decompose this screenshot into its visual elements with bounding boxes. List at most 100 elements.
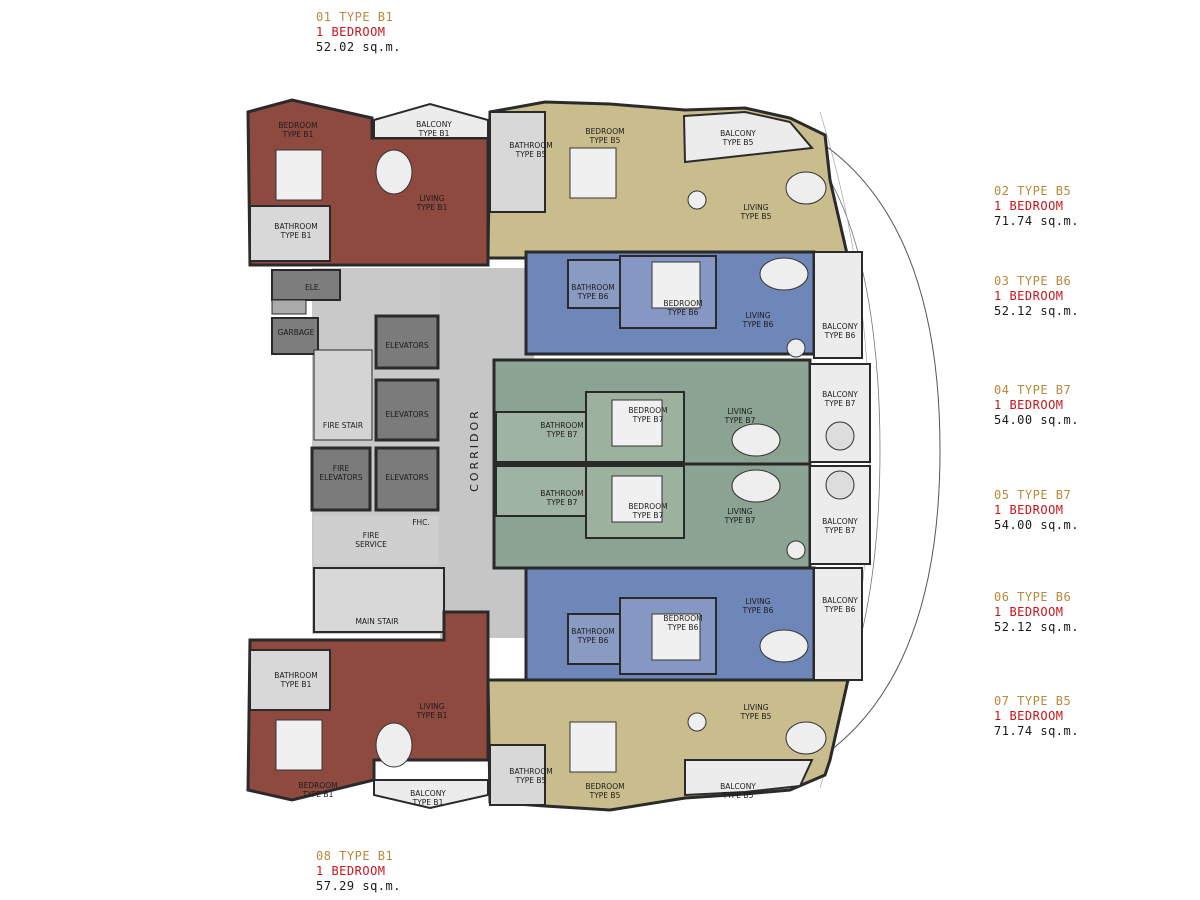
room-label: TYPE B1 [302, 790, 334, 799]
sofa-icon [785, 171, 827, 205]
room-label: LIVING [419, 194, 444, 203]
room-label: LIVING [745, 311, 770, 320]
room-label: TYPE B5 [722, 138, 754, 147]
bed-icon [611, 475, 663, 523]
room-label: TYPE B1 [282, 130, 314, 139]
room-label: BALCONY [416, 120, 452, 129]
room-label: BEDROOM [298, 781, 337, 790]
room-label: TYPE B7 [546, 430, 578, 439]
unit-01-balcony [373, 102, 489, 139]
room-label: TYPE B1 [416, 711, 448, 720]
bed-icon [651, 261, 701, 309]
room-label: BATHROOM [274, 222, 317, 231]
unit-bedroom-label: 1 BEDROOM [994, 199, 1064, 213]
room-label: BATHROOM [274, 671, 317, 680]
unit-area-label: 57.29 sq.m. [316, 879, 401, 893]
room-label: BEDROOM [663, 299, 702, 308]
bed-icon [611, 399, 663, 447]
room-label: TYPE B6 [742, 606, 774, 615]
unit-legend-02: 02 TYPE B5 1 BEDROOM 71.74 sq.m. [994, 184, 1079, 229]
bed-icon [569, 721, 617, 773]
dining-table-icon [786, 338, 806, 358]
unit-type-label: 04 TYPE B7 [994, 383, 1072, 397]
room-label: TYPE B1 [412, 798, 444, 807]
unit-type-label: 07 TYPE B5 [994, 694, 1072, 708]
unit-bedroom-label: 1 BEDROOM [994, 398, 1064, 412]
room-label: BEDROOM [663, 614, 702, 623]
unit-bedroom-label: 1 BEDROOM [316, 864, 386, 878]
unit-area-label: 71.74 sq.m. [994, 214, 1079, 228]
unit-06-balcony [813, 567, 863, 681]
unit-01-bath [249, 205, 331, 262]
room-label: TYPE B7 [724, 516, 756, 525]
room-label: TYPE B6 [824, 331, 856, 340]
unit-legend-05: 05 TYPE B7 1 BEDROOM 54.00 sq.m. [994, 488, 1079, 533]
room-label: TYPE B6 [577, 292, 609, 301]
unit-area-label: 54.00 sq.m. [994, 413, 1079, 427]
sofa-icon [375, 722, 413, 768]
room-label: TYPE B5 [589, 136, 621, 145]
fire-elevator-shaft [310, 446, 372, 512]
unit-area-label: 52.12 sq.m. [994, 304, 1079, 318]
room-label: BALCONY [410, 789, 446, 798]
room-label: LIVING [727, 407, 752, 416]
room-label: BATHROOM [540, 421, 583, 430]
fire-service-label: FIRE [363, 531, 380, 540]
unit-legend-07: 07 TYPE B5 1 BEDROOM 71.74 sq.m. [994, 694, 1079, 739]
unit-area-label: 52.02 sq.m. [316, 40, 401, 54]
room-label: LIVING [743, 203, 768, 212]
unit-bedroom-label: 1 BEDROOM [994, 289, 1064, 303]
room-label: TYPE B7 [632, 511, 664, 520]
room-label: BALCONY [822, 596, 858, 605]
unit-type-label: 01 TYPE B1 [316, 10, 394, 24]
room-label: BEDROOM [628, 406, 667, 415]
unit-05-bath [495, 465, 587, 517]
unit-area-label: 71.74 sq.m. [994, 724, 1079, 738]
garbage-label: GARBAGE [278, 328, 315, 337]
room-label: TYPE B5 [740, 212, 772, 221]
fire-elevators-label: FIRE [333, 464, 350, 473]
unit-08-bath [249, 649, 331, 711]
elevator-shaft-3 [374, 446, 440, 512]
unit-bedroom-label: 1 BEDROOM [994, 709, 1064, 723]
room-label: TYPE B6 [742, 320, 774, 329]
unit-type-label: 03 TYPE B6 [994, 274, 1072, 288]
ele-label: ELE. [305, 283, 321, 292]
unit-type-label: 08 TYPE B1 [316, 849, 394, 863]
room-label: LIVING [745, 597, 770, 606]
fire-stair-label: FIRE STAIR [323, 421, 363, 430]
room-label: BALCONY [720, 782, 756, 791]
sofa-icon [375, 149, 413, 195]
room-label: BALCONY [822, 322, 858, 331]
room-label: BATHROOM [540, 489, 583, 498]
elevators-label: ELEVATORS [385, 410, 429, 419]
unit-03-balcony [813, 251, 863, 359]
corridor-label: CORRIDOR [468, 408, 481, 492]
sofa-icon [759, 257, 809, 291]
unit-legend-03: 03 TYPE B6 1 BEDROOM 52.12 sq.m. [994, 274, 1079, 319]
unit-bedroom-label: 1 BEDROOM [994, 503, 1064, 517]
room-label: BEDROOM [278, 121, 317, 130]
bed-icon [275, 149, 323, 201]
dining-table-icon [687, 190, 707, 210]
room-label: TYPE B6 [667, 308, 699, 317]
ele-sub-room [271, 299, 307, 315]
unit-legend-04: 04 TYPE B7 1 BEDROOM 54.00 sq.m. [994, 383, 1079, 428]
unit-02-bath [489, 111, 546, 213]
room-label: BALCONY [822, 517, 858, 526]
room-label: TYPE B7 [824, 399, 856, 408]
bed-icon [275, 719, 323, 771]
room-label: BATHROOM [509, 141, 552, 150]
room-label: TYPE B1 [418, 129, 450, 138]
elevators-label: ELEVATORS [385, 473, 429, 482]
room-label: BEDROOM [585, 782, 624, 791]
facade-curve-outer [744, 107, 941, 793]
unit-type-label: 02 TYPE B5 [994, 184, 1072, 198]
bed-icon [651, 613, 701, 661]
unit-bedroom-label: 1 BEDROOM [316, 25, 386, 39]
room-label: TYPE B1 [280, 231, 312, 240]
dining-table-icon [687, 712, 707, 732]
room-label: TYPE B7 [824, 526, 856, 535]
sofa-icon [731, 469, 781, 503]
